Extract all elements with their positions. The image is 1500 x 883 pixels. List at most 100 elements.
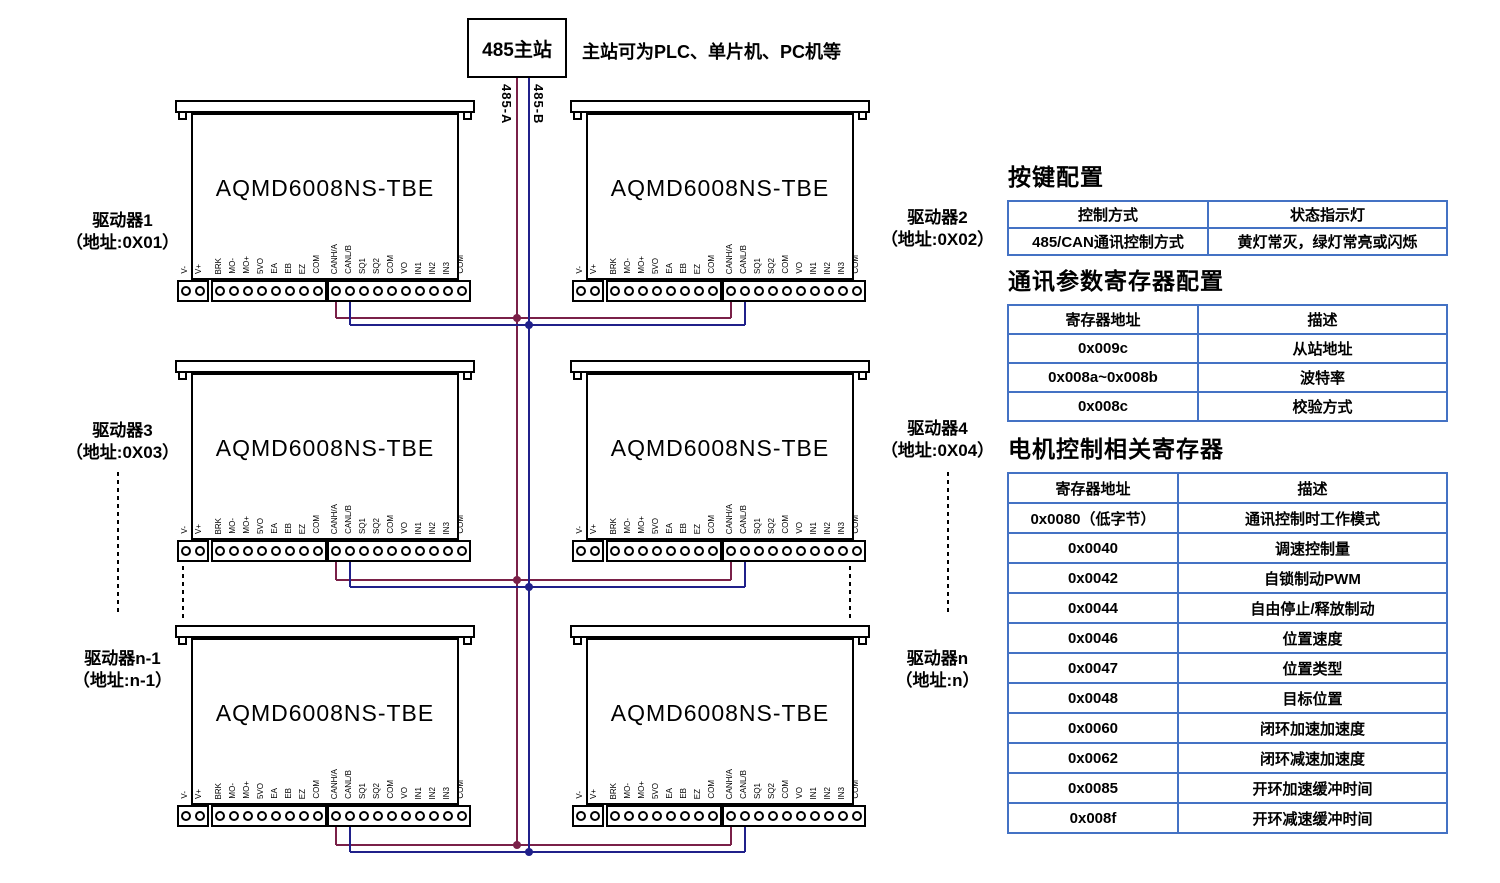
terminal-label: IN1 bbox=[414, 261, 423, 274]
bus-a-junction-dots bbox=[513, 314, 521, 849]
terminal-screw-icon bbox=[415, 811, 425, 821]
terminal-screw-icon bbox=[768, 811, 778, 821]
terminal-label: COM bbox=[312, 515, 321, 534]
terminal-label: VO bbox=[795, 522, 804, 534]
terminal-screw-icon bbox=[590, 546, 600, 556]
terminal-label: CANL/B bbox=[739, 505, 748, 534]
terminal-screw-icon bbox=[429, 546, 439, 556]
terminal-screw-icon bbox=[285, 811, 295, 821]
terminal: V+ bbox=[193, 264, 207, 300]
terminal: IN1 bbox=[808, 787, 822, 825]
cell-right: 黄灯常灭，绿灯常亮或闪烁 bbox=[1207, 227, 1448, 256]
description-cell: 描述 bbox=[1197, 304, 1448, 335]
terminal-screw-icon bbox=[652, 811, 662, 821]
driver-model-label: AQMD6008NS-TBE bbox=[215, 175, 435, 201]
terminal: V+ bbox=[588, 789, 602, 825]
terminal-label: V+ bbox=[194, 788, 203, 799]
terminal: VO bbox=[794, 787, 808, 825]
terminal: EZ bbox=[692, 524, 706, 560]
terminal-label: CANH/A bbox=[330, 243, 339, 274]
terminal-label: IN2 bbox=[428, 786, 437, 799]
driver-mount-ear-right bbox=[463, 638, 472, 645]
terminal-screw-icon bbox=[215, 286, 225, 296]
terminal-screw-icon bbox=[680, 811, 690, 821]
terminal-screw-icon bbox=[429, 286, 439, 296]
terminal-label: COM bbox=[707, 255, 716, 274]
terminal: IN2 bbox=[427, 262, 441, 300]
terminal-label: MO- bbox=[228, 518, 237, 534]
terminal: SQ1 bbox=[752, 518, 766, 560]
terminal: BRK bbox=[608, 783, 622, 825]
terminal-screw-icon bbox=[331, 811, 341, 821]
terminal: MO+ bbox=[241, 516, 255, 560]
terminal-label: EB bbox=[284, 523, 293, 534]
terminal-label: EZ bbox=[693, 263, 702, 274]
terminal-label: COM bbox=[386, 255, 395, 274]
terminal: COM bbox=[385, 255, 399, 300]
terminal-label: V- bbox=[575, 266, 584, 274]
driver-enclosure: AQMD6008NS-TBE bbox=[586, 638, 854, 805]
description-cell: 闭环加速加速度 bbox=[1177, 712, 1448, 744]
terminal: COM bbox=[706, 515, 720, 560]
table-row: 485/CAN通讯控制方式黄灯常灭，绿灯常亮或闪烁 bbox=[1007, 227, 1448, 256]
terminal: EB bbox=[678, 263, 692, 300]
driver-label-3: 驱动器3 （地址:0X03） bbox=[40, 420, 205, 464]
register-address-cell: 0x009c bbox=[1007, 333, 1199, 364]
driver-label-1: 驱动器1 （地址:0X01） bbox=[40, 210, 205, 254]
terminal-screw-icon bbox=[271, 811, 281, 821]
terminal-screw-icon bbox=[666, 286, 676, 296]
terminal: EA bbox=[269, 263, 283, 300]
terminal-screw-icon bbox=[271, 286, 281, 296]
terminal: V+ bbox=[193, 789, 207, 825]
terminal-screw-icon bbox=[852, 811, 862, 821]
driver-name: 驱动器n-1 bbox=[84, 649, 161, 668]
terminal-block-power: V-V+ bbox=[177, 264, 209, 302]
terminal-label: MO- bbox=[228, 783, 237, 799]
terminal-label: 5VO bbox=[256, 517, 265, 534]
terminal-label: EZ bbox=[693, 788, 702, 799]
terminal: EZ bbox=[692, 789, 706, 825]
register-address-cell: 0x0040 bbox=[1007, 532, 1179, 564]
terminal: EB bbox=[678, 523, 692, 560]
terminal-screw-icon bbox=[243, 546, 253, 556]
terminal: CANL/B bbox=[738, 505, 752, 560]
terminal-screw-icon bbox=[457, 286, 467, 296]
register-address-cell: 0x0042 bbox=[1007, 562, 1179, 594]
driver-model-label: AQMD6008NS-TBE bbox=[610, 700, 830, 726]
terminal-screw-icon bbox=[666, 811, 676, 821]
description-cell: 闭环减速加速度 bbox=[1177, 742, 1448, 774]
terminal-screw-icon bbox=[652, 286, 662, 296]
description-cell: 波特率 bbox=[1197, 362, 1448, 393]
terminal-screw-icon bbox=[754, 546, 764, 556]
terminal: EZ bbox=[297, 524, 311, 560]
terminal-label: EB bbox=[679, 263, 688, 274]
terminal-label: EB bbox=[284, 788, 293, 799]
driver-model-label: AQMD6008NS-TBE bbox=[215, 435, 435, 461]
terminal: VO bbox=[399, 522, 413, 560]
terminal: IN3 bbox=[441, 262, 455, 300]
terminal: SQ2 bbox=[766, 783, 780, 825]
terminal-screw-icon bbox=[415, 286, 425, 296]
terminal-screw-icon bbox=[810, 546, 820, 556]
terminal-label: VO bbox=[400, 522, 409, 534]
terminal-label: COM bbox=[456, 255, 465, 274]
terminal-screw-icon bbox=[243, 811, 253, 821]
terminal: SQ2 bbox=[371, 783, 385, 825]
driver-model-label: AQMD6008NS-TBE bbox=[215, 700, 435, 726]
terminal-screw-icon bbox=[624, 286, 634, 296]
terminal: V- bbox=[574, 526, 588, 560]
terminal-label: COM bbox=[386, 780, 395, 799]
driver-mount-ear-right bbox=[858, 638, 867, 645]
terminal-label: EB bbox=[679, 523, 688, 534]
terminal-label: CANH/A bbox=[725, 243, 734, 274]
terminal-block-power: V-V+ bbox=[572, 524, 604, 562]
terminal-screw-icon bbox=[638, 546, 648, 556]
terminal-screw-icon bbox=[652, 546, 662, 556]
